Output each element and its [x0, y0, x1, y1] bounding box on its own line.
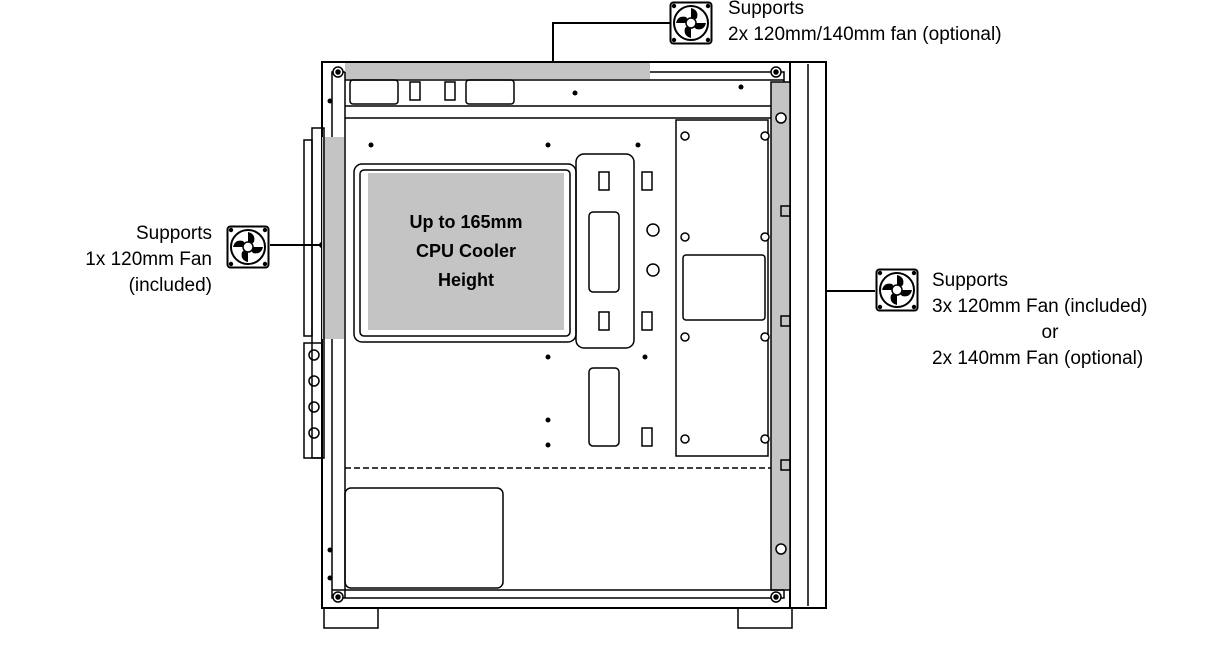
top-fan-support-label: Supports 2x 120mm/140mm fan (optional) [728, 0, 1002, 48]
cooler-label-line3: Height [438, 270, 494, 290]
right-label-line1: Supports [932, 270, 1009, 291]
right-label-line4: 2x 140mm Fan (optional) [932, 348, 1144, 369]
front-fan-support-label: Supports 3x 120mm Fan (included) or 2x 1… [932, 268, 1168, 372]
left-label-line2: 1x 120mm Fan [85, 249, 212, 270]
cpu-cooler-label: Up to 165mm CPU Cooler Height [368, 208, 564, 295]
rear-fan-support-label: Supports 1x 120mm Fan (included) [40, 221, 212, 299]
top-label-line1: Supports [728, 0, 805, 19]
right-label-line3: or [1041, 322, 1059, 343]
right-label-line2: 3x 120mm Fan (included) [932, 296, 1148, 317]
fan-icon [875, 268, 919, 312]
pc-case [303, 61, 827, 629]
cooler-label-line1: Up to 165mm [409, 212, 523, 232]
top-label-line2: 2x 120mm/140mm fan (optional) [728, 24, 1002, 45]
fan-icon [669, 1, 713, 45]
cpu-cooler-area [368, 173, 564, 330]
cooler-label-line2: CPU Cooler [415, 241, 516, 261]
left-label-line3: (included) [128, 275, 212, 296]
fan-icon [226, 225, 270, 269]
left-label-line1: Supports [135, 223, 212, 244]
